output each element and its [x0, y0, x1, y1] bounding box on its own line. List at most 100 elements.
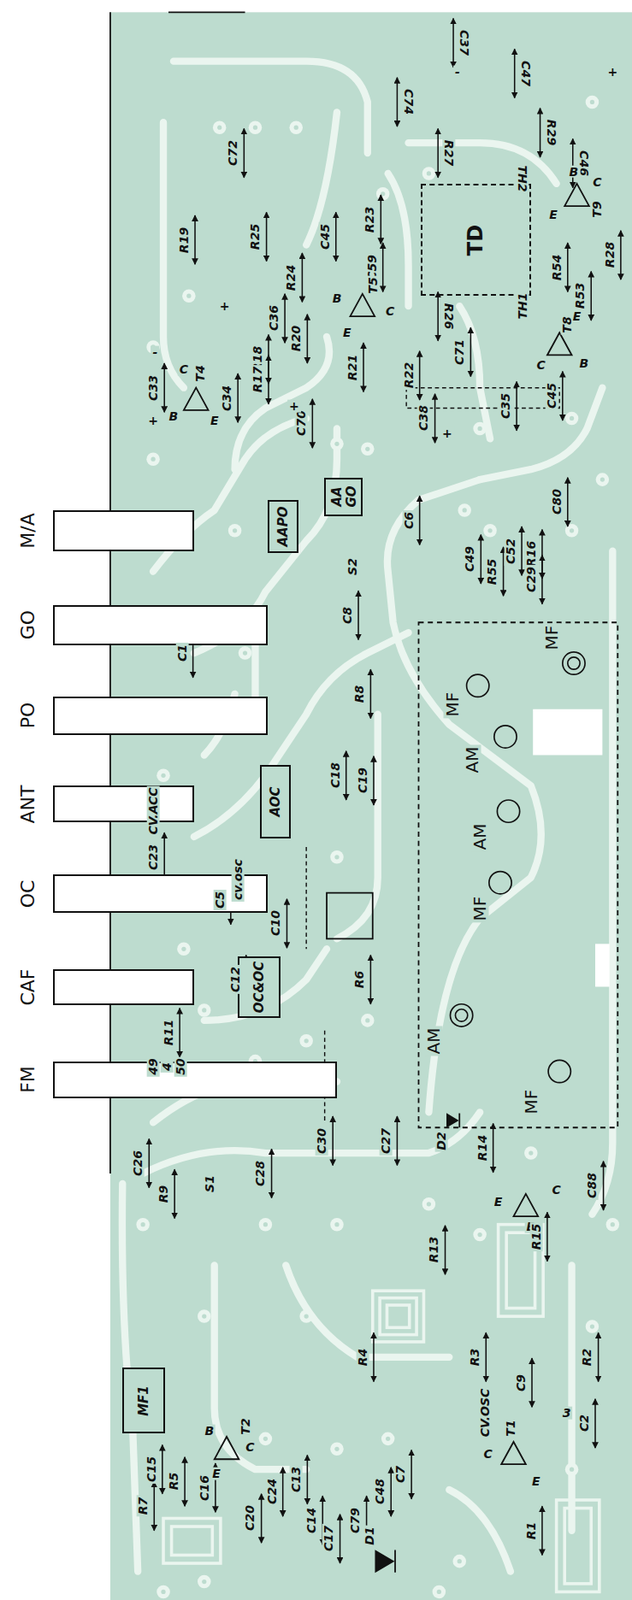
diode-symbols: [375, 1114, 460, 1574]
pad-hole: [304, 1314, 309, 1319]
pad-hole: [334, 442, 339, 447]
solder-pad: [422, 1198, 437, 1212]
span-arrow: [307, 314, 309, 364]
solder-pad: [381, 1433, 396, 1448]
solder-pad: [360, 442, 375, 457]
solder-pad: [483, 524, 497, 538]
switch-bar: [53, 969, 195, 1006]
trace: [336, 714, 379, 940]
module-label: TD: [464, 224, 487, 255]
solder-pad: [330, 850, 344, 865]
part-label: C37: [458, 28, 472, 58]
zone-label: MF: [542, 624, 561, 653]
pad-hole: [253, 125, 258, 130]
part-label: R27: [442, 138, 456, 168]
part-label: -: [151, 346, 160, 360]
transistor-symbol: [501, 1442, 526, 1465]
part-label: C80: [549, 487, 563, 517]
part-label: +: [440, 427, 455, 441]
span-arrow: [434, 394, 437, 443]
pad-hole: [294, 125, 299, 130]
part-label: C45: [318, 222, 331, 252]
box-label: AA GO: [329, 486, 358, 508]
span-arrow: [163, 363, 166, 413]
trace: [448, 1490, 511, 1573]
part-label: C24: [265, 1478, 278, 1508]
span-arrow: [410, 1451, 413, 1501]
pad-ring: [197, 1576, 212, 1590]
zone-label: MF: [442, 690, 461, 719]
pad-hole: [600, 477, 605, 482]
span-arrow: [602, 1162, 605, 1211]
span-arrow: [307, 1455, 309, 1505]
switch-label: ANT: [17, 785, 39, 824]
span-arrow: [515, 382, 518, 432]
solder-pad: [156, 1586, 171, 1600]
switch-label: CAF: [17, 969, 39, 1007]
part-label: T5: [366, 276, 379, 296]
span-arrow: [567, 242, 569, 292]
pad-ring: [289, 120, 303, 135]
pad-hole: [477, 1233, 482, 1238]
part-label: C23: [147, 843, 160, 873]
solder-pad: [452, 1555, 467, 1570]
pad-ring: [360, 442, 375, 457]
zone-label: AM: [425, 1026, 443, 1057]
box-label: MF1: [136, 1386, 152, 1418]
pad-hole: [477, 426, 482, 432]
core-hole: [489, 872, 512, 895]
pad-hole: [263, 1222, 268, 1228]
pad-ring: [524, 1146, 538, 1161]
pad-ring: [381, 1433, 396, 1448]
pad-hole: [181, 947, 186, 952]
core-hole: [567, 657, 580, 670]
span-arrow: [178, 1009, 181, 1058]
solder-pad: [432, 1586, 447, 1600]
part-label: C74: [401, 87, 415, 117]
part-label: C17: [322, 1524, 336, 1554]
trace: [163, 122, 184, 388]
part-label: +: [605, 64, 620, 78]
pad-ring: [376, 187, 390, 201]
part-label: C12: [228, 965, 242, 995]
span-arrow: [452, 17, 455, 67]
shield-line: [305, 847, 307, 950]
part-label: T4: [194, 363, 207, 384]
pad-hole: [590, 1324, 595, 1329]
solder-pad: [197, 1004, 212, 1018]
span-arrow: [541, 555, 544, 604]
component-box: OC&OC: [237, 956, 281, 1020]
solder-pad: [565, 1463, 579, 1477]
part-label: R6: [353, 969, 367, 992]
solder-pad: [177, 943, 191, 957]
part-label: C16: [197, 1474, 211, 1504]
span-arrow: [470, 327, 473, 377]
module-outline: TD: [420, 183, 532, 296]
solder-pad: [248, 120, 263, 135]
span-arrow: [419, 351, 421, 401]
solder-pad: [197, 1310, 212, 1324]
pad-ring: [146, 452, 160, 467]
transistor-symbol: [214, 1437, 240, 1460]
span-arrow: [444, 1226, 447, 1276]
span-arrow: [236, 373, 239, 423]
zone-label: MF: [471, 894, 490, 923]
part-label: C19: [355, 766, 369, 796]
coil-turn: [564, 1509, 591, 1585]
part-label: C27: [379, 1127, 393, 1157]
part-label: S1: [202, 1174, 216, 1195]
part-label: R3: [468, 1347, 482, 1370]
switch-bar: [53, 510, 195, 552]
pad-ring: [299, 1310, 314, 1324]
solder-pad: [596, 472, 610, 487]
coil-turn: [386, 1305, 409, 1329]
part-label: C88: [585, 1171, 599, 1201]
part-label: R26: [442, 301, 456, 331]
part-label: R5: [167, 1471, 181, 1494]
part-label: D1: [363, 1525, 377, 1548]
solder-pad: [156, 769, 171, 784]
part-label: E: [547, 207, 560, 221]
span-arrow: [267, 354, 270, 404]
part-label: C14: [305, 1506, 319, 1536]
